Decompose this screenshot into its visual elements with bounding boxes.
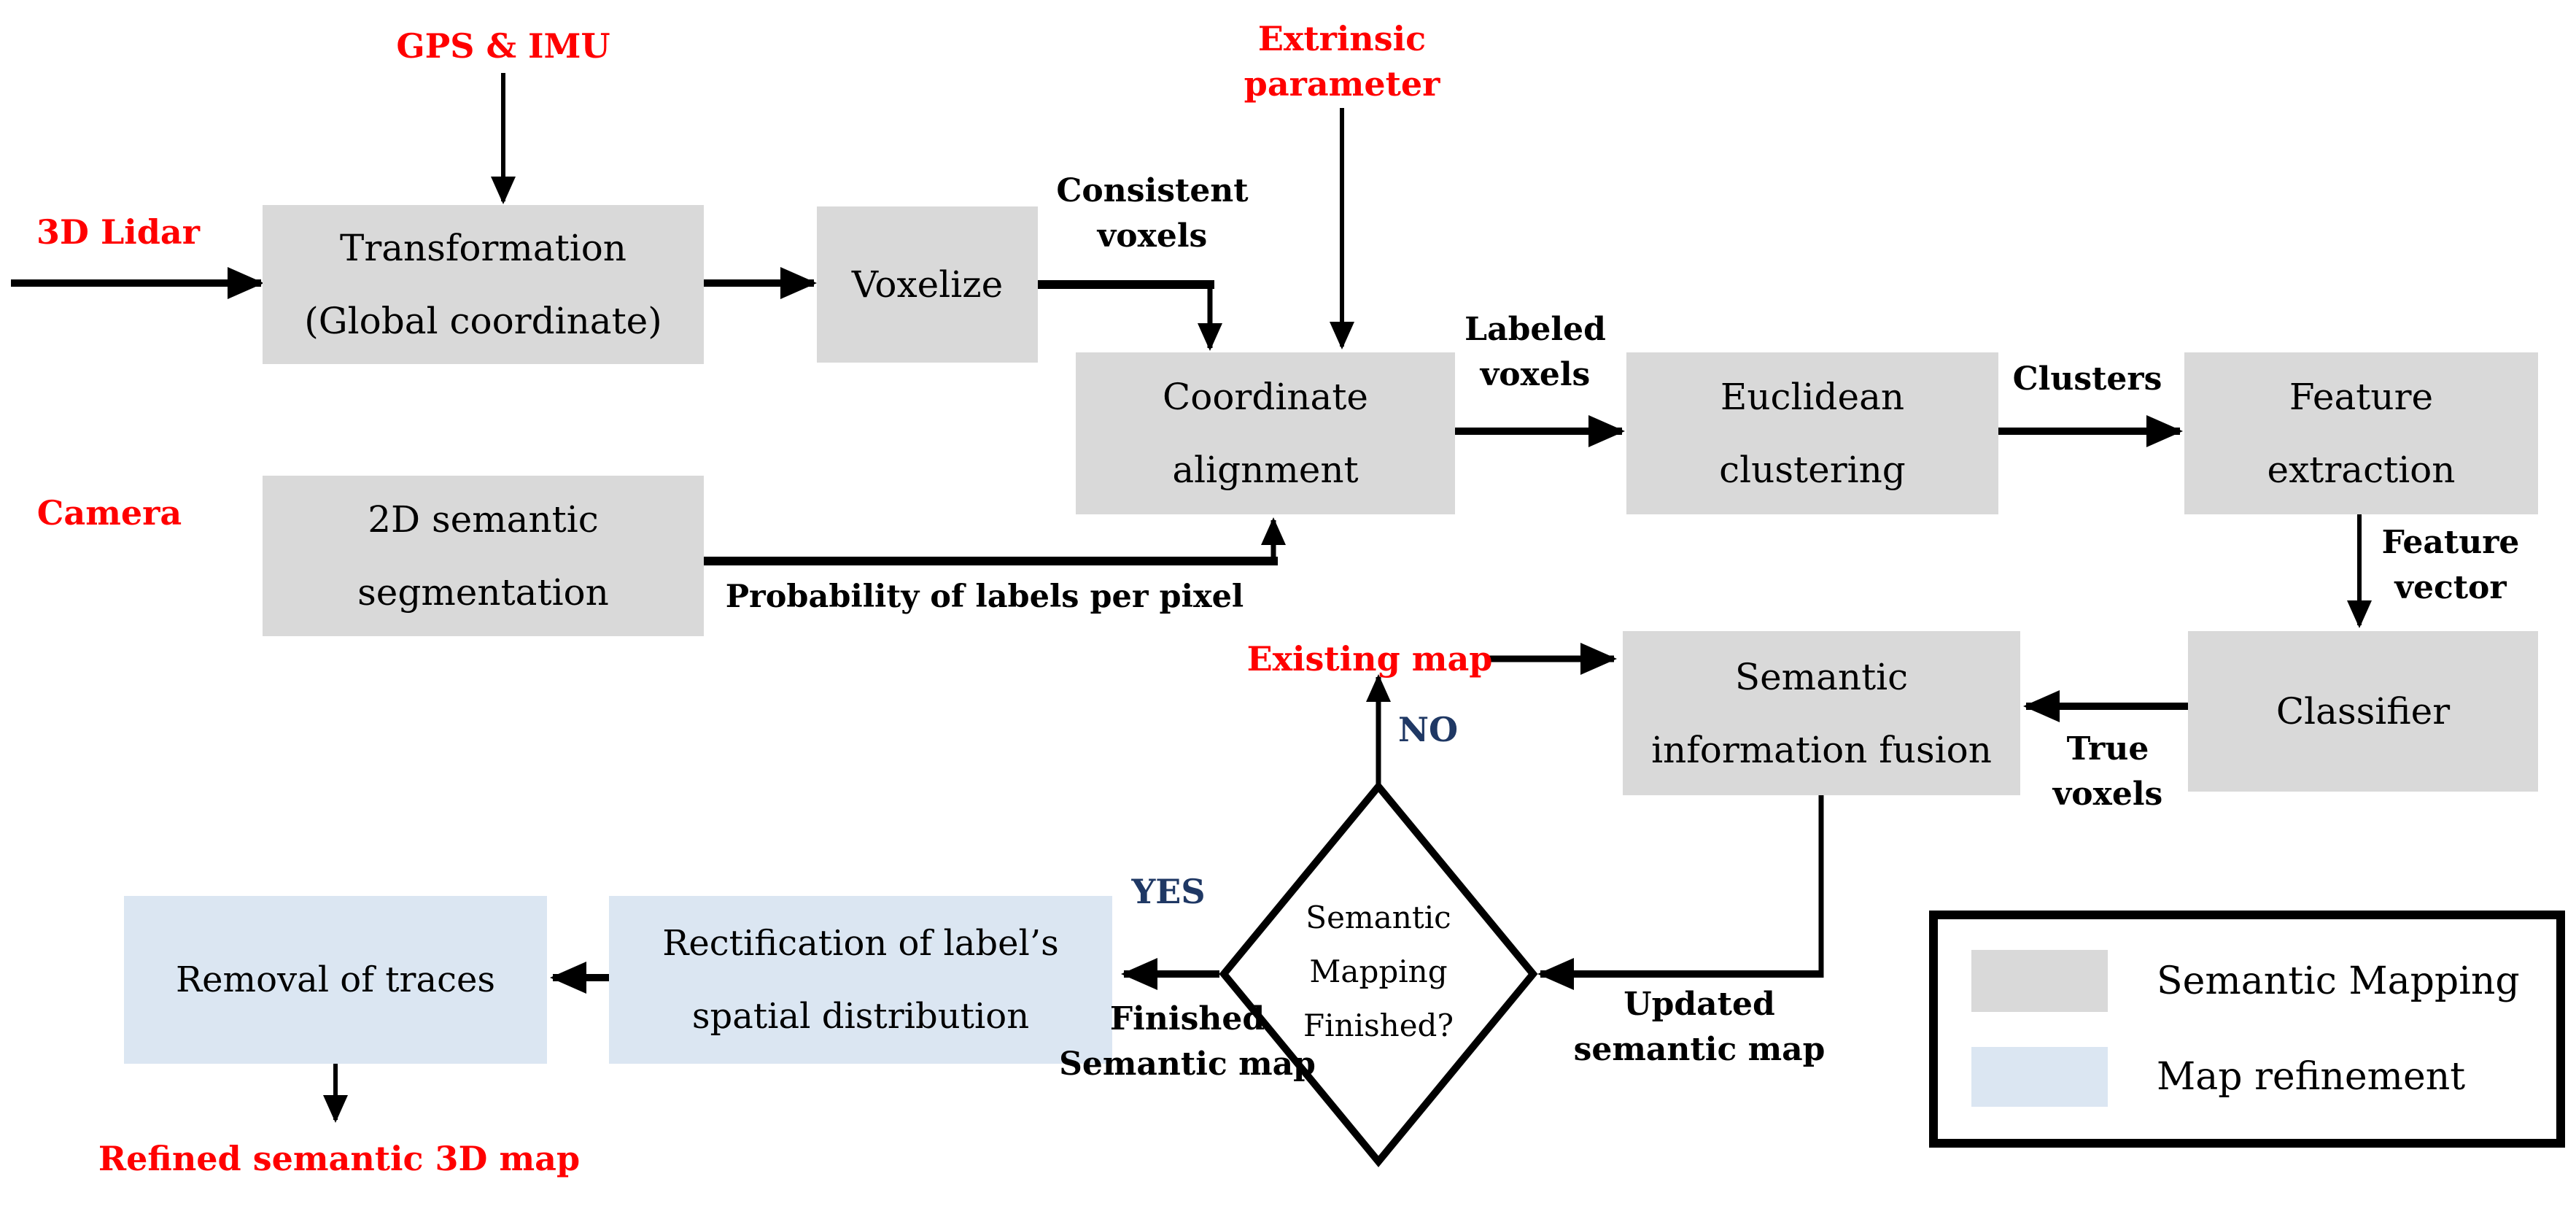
input-gps-imu-label: GPS & IMU — [396, 26, 610, 66]
legend-swatch-map-refinement — [1971, 1047, 2108, 1107]
node-transformation: Transformation (Global coordinate) — [263, 205, 704, 364]
node-voxelize: Voxelize — [817, 206, 1038, 363]
feature-vector-line1: Feature — [2381, 524, 2520, 561]
decision-line3: Finished? — [1303, 1008, 1454, 1043]
node-removal-label: Removal of traces — [176, 959, 495, 1000]
node-transformation-line1: Transformation — [339, 227, 627, 269]
true-voxels-line2: voxels — [2052, 776, 2163, 813]
node-semantic-information-fusion: Semantic information fusion — [1623, 631, 2020, 795]
input-camera-label: Camera — [36, 493, 182, 533]
input-extrinsic-parameter-label: Extrinsic parameter — [1244, 16, 1440, 107]
updated-line1: Updated — [1623, 986, 1775, 1023]
legend-label-semantic-mapping: Semantic Mapping — [2157, 959, 2520, 1003]
decision-line2: Mapping — [1309, 954, 1448, 989]
node-segmentation-line1: 2D semantic — [368, 498, 599, 541]
edge-label-consistent-voxels: Consistent voxels — [1056, 169, 1248, 259]
input-3d-lidar-label: 3D Lidar — [36, 212, 200, 252]
node-transformation-line2: (Global coordinate) — [304, 300, 662, 342]
edge-label-finished-semantic-map: Finished Semantic map — [1059, 997, 1316, 1087]
node-voxelize-label: Voxelize — [851, 263, 1004, 306]
node-classifier: Classifier — [2188, 631, 2538, 792]
node-classifier-label: Classifier — [2276, 690, 2451, 733]
consistent-line2: voxels — [1097, 217, 1208, 255]
edge-label-feature-vector: Feature vector — [2382, 520, 2520, 611]
node-rectification: Rectification of label’s spatial distrib… — [609, 896, 1112, 1064]
edge-label-clusters: Clusters — [2012, 360, 2162, 398]
edge-label-updated-semantic-map: Updated semantic map — [1574, 982, 1826, 1072]
labeled-line1: Labeled — [1464, 311, 1606, 348]
legend-swatch-semantic-mapping — [1971, 950, 2108, 1012]
edge-label-yes: YES — [1131, 872, 1206, 911]
node-euclidean-line2: clustering — [1719, 449, 1906, 491]
node-removal-of-traces: Removal of traces — [124, 896, 547, 1064]
legend-label-map-refinement: Map refinement — [2157, 1055, 2466, 1099]
edge-label-no: NO — [1397, 710, 1459, 749]
node-coordinate-line2: alignment — [1172, 449, 1359, 491]
node-segmentation-line2: segmentation — [357, 571, 609, 614]
finished-line1: Finished — [1109, 1000, 1265, 1037]
node-coordinate-alignment: Coordinate alignment — [1076, 352, 1455, 514]
labeled-line2: voxels — [1480, 356, 1591, 393]
updated-line2: semantic map — [1573, 1031, 1826, 1068]
node-rectification-line1: Rectification of label’s — [662, 923, 1059, 964]
node-feature-line1: Feature — [2289, 376, 2434, 418]
consistent-line1: Consistent — [1056, 172, 1249, 209]
edge-label-labeled-voxels: Labeled voxels — [1464, 307, 1606, 398]
decision-diamond-text: Semantic Mapping Finished? — [1303, 891, 1454, 1053]
node-euclidean-line1: Euclidean — [1720, 376, 1905, 418]
decision-diamond — [1219, 781, 1538, 1167]
node-coordinate-line1: Coordinate — [1162, 376, 1369, 418]
node-2d-semantic-segmentation: 2D semantic segmentation — [263, 476, 704, 636]
input-existing-map-label: Existing map — [1246, 639, 1493, 679]
finished-line2: Semantic map — [1059, 1045, 1316, 1083]
node-feature-line2: extraction — [2267, 449, 2456, 491]
node-feature-extraction: Feature extraction — [2184, 352, 2538, 514]
node-fusion-line1: Semantic — [1734, 655, 1909, 698]
extrinsic-line2: parameter — [1244, 64, 1440, 104]
edge-label-probability: Probability of labels per pixel — [725, 579, 1244, 615]
decision-line1: Semantic — [1306, 900, 1451, 935]
node-fusion-line2: information fusion — [1651, 728, 1992, 771]
extrinsic-line1: Extrinsic — [1257, 19, 1427, 58]
legend: Semantic Mapping Map refinement — [1929, 911, 2565, 1148]
node-euclidean-clustering: Euclidean clustering — [1626, 352, 1998, 514]
true-voxels-line1: True — [2066, 730, 2149, 768]
output-refined-map-label: Refined semantic 3D map — [98, 1139, 581, 1178]
node-rectification-line2: spatial distribution — [691, 996, 1030, 1037]
edge-label-true-voxels: True voxels — [2053, 727, 2163, 817]
feature-vector-line2: vector — [2394, 569, 2507, 606]
